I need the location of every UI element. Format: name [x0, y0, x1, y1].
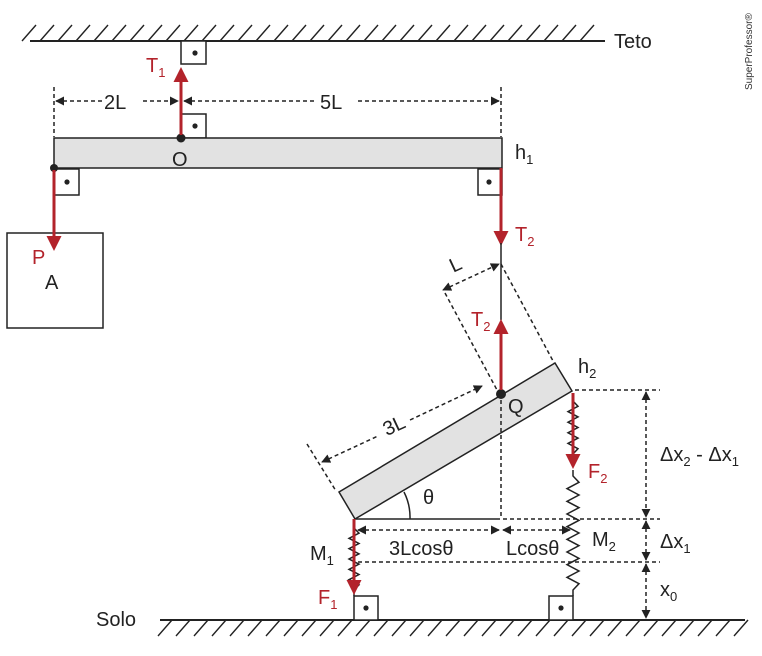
h1-label: h1 — [515, 142, 533, 167]
watermark-text: SuperProfessor® — [744, 13, 755, 90]
t1-label: T1 — [146, 55, 165, 80]
dimension-3l — [306, 292, 498, 492]
dimension-2l-5l — [53, 87, 502, 137]
pivot-o — [176, 133, 186, 143]
f1-label: F1 — [318, 587, 337, 612]
p-label: P — [32, 247, 45, 269]
pivot-q — [496, 389, 506, 399]
dimension-5l-label: 5L — [320, 92, 342, 114]
x0-label: x0 — [660, 579, 677, 604]
upper-bar — [53, 137, 503, 169]
theta-label: θ — [423, 487, 434, 509]
spring-m2-upper — [566, 395, 580, 460]
m2-label: M2 — [592, 529, 616, 554]
left-end-joint — [50, 164, 58, 172]
right-angle-floor-left — [353, 595, 379, 621]
right-angle-bar-right — [477, 168, 503, 196]
h2-label: h2 — [578, 356, 596, 381]
inclined-bar — [337, 361, 574, 521]
floor-label: Solo — [96, 609, 136, 631]
right-angle-bar-left — [53, 168, 80, 196]
f2-label: F2 — [588, 461, 607, 486]
ceiling-surface — [21, 24, 605, 42]
right-angle-floor-right — [548, 595, 574, 621]
block-a-label: A — [45, 272, 59, 294]
dimension-2l-label: 2L — [104, 92, 126, 114]
dx1-label: Δx1 — [660, 531, 691, 556]
dimension-vertical-guides — [358, 389, 660, 619]
ceiling-label: Teto — [614, 31, 652, 53]
right-angle-bar-t1 — [180, 113, 207, 139]
t2-upper-label: T2 — [515, 224, 534, 249]
dimension-l — [442, 263, 568, 388]
dx2-minus-dx1-label: Δx2 - Δx1 — [660, 444, 739, 469]
m1-label: M1 — [310, 543, 334, 568]
dimension-l-label: L — [446, 253, 465, 278]
right-angle-ceiling-t1 — [180, 40, 207, 65]
dimension-3l-label: 3L — [380, 411, 409, 440]
floor-surface — [157, 619, 749, 637]
dimension-lcos-label: Lcosθ — [506, 538, 559, 560]
spring-m2 — [565, 470, 581, 596]
theta-arc — [403, 491, 411, 520]
t2-lower-label: T2 — [471, 309, 490, 334]
dimension-3lcos-label: 3Lcosθ — [389, 538, 454, 560]
point-q-label: Q — [508, 396, 524, 418]
point-o-label: O — [172, 149, 188, 171]
